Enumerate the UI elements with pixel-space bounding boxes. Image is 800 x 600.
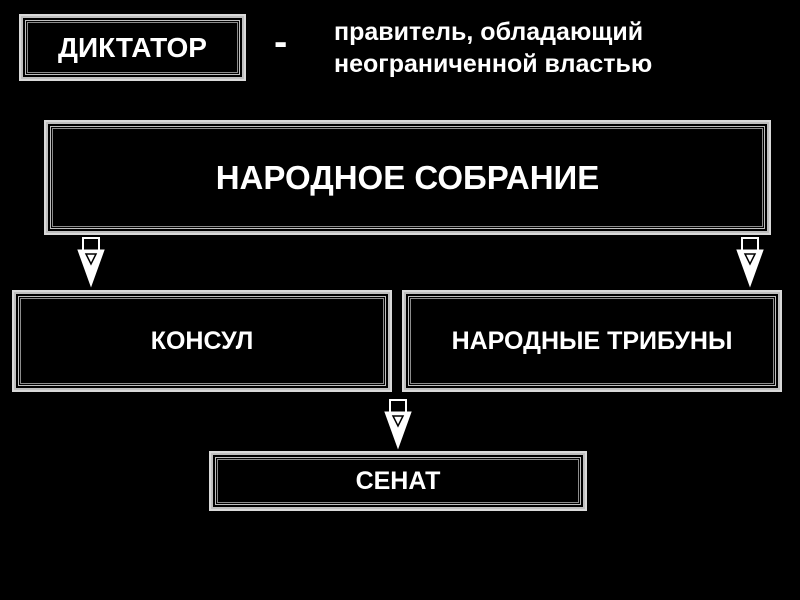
- down-arrow-icon: [77, 237, 105, 288]
- assembly-label: НАРОДНОЕ СОБРАНИЕ: [215, 158, 600, 196]
- dictator-label: ДИКТАТОР: [58, 31, 207, 63]
- tribunes-label: НАРОДНЫЕ ТРИБУНЫ: [451, 326, 733, 355]
- definition-dash: -: [274, 20, 288, 64]
- dictator-definition: правитель, обладающий неограниченной вла…: [334, 16, 652, 80]
- definition-line-2: неограниченной властью: [334, 50, 653, 78]
- senate-label: СЕНАТ: [355, 466, 441, 495]
- down-arrow-icon: [736, 237, 764, 288]
- senate-box: СЕНАТ: [209, 451, 587, 511]
- dictator-box: ДИКТАТОР: [19, 14, 246, 81]
- consul-box: КОНСУЛ: [12, 290, 392, 392]
- assembly-box: НАРОДНОЕ СОБРАНИЕ: [44, 120, 771, 235]
- down-arrow-icon: [384, 399, 412, 450]
- consul-label: КОНСУЛ: [150, 326, 254, 355]
- tribunes-box: НАРОДНЫЕ ТРИБУНЫ: [402, 290, 782, 392]
- definition-line-1: правитель, обладающий: [334, 18, 644, 46]
